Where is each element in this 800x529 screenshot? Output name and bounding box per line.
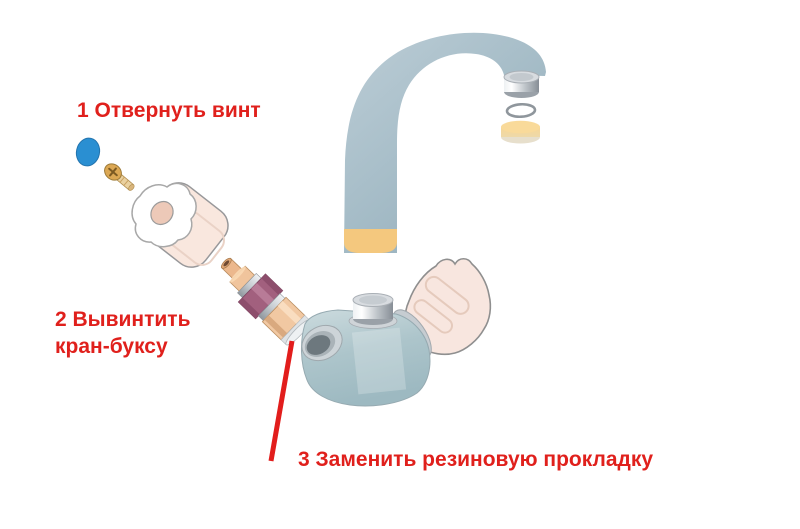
pointer-line-step3: [268, 340, 295, 462]
step2-label: 2 Вывинтить кран-буксу: [55, 306, 191, 360]
handle-screw: [104, 163, 135, 191]
spout-mount: [348, 293, 398, 329]
step2-line2: кран-буксу: [55, 335, 168, 358]
aerator-cap: [503, 70, 540, 98]
handle-knob: [131, 182, 229, 268]
spout-tube: [344, 32, 546, 254]
index-cap: [75, 137, 101, 167]
step3-label: 3 Заменить резиновую прокладку: [298, 448, 654, 471]
valve-cartridge: [220, 257, 311, 346]
o-ring: [505, 102, 537, 119]
step1-label: 1 Отвернуть винт: [77, 99, 261, 122]
spout: [344, 32, 546, 254]
step2-line1: 2 Вывинтить: [55, 308, 191, 331]
cartridge-port: [301, 324, 343, 362]
faucet-body: [301, 293, 431, 407]
side-handle: [404, 257, 492, 356]
handle-knob-hole: [150, 200, 174, 226]
spout-base-band: [344, 229, 397, 253]
aerator-gasket: [501, 120, 540, 144]
